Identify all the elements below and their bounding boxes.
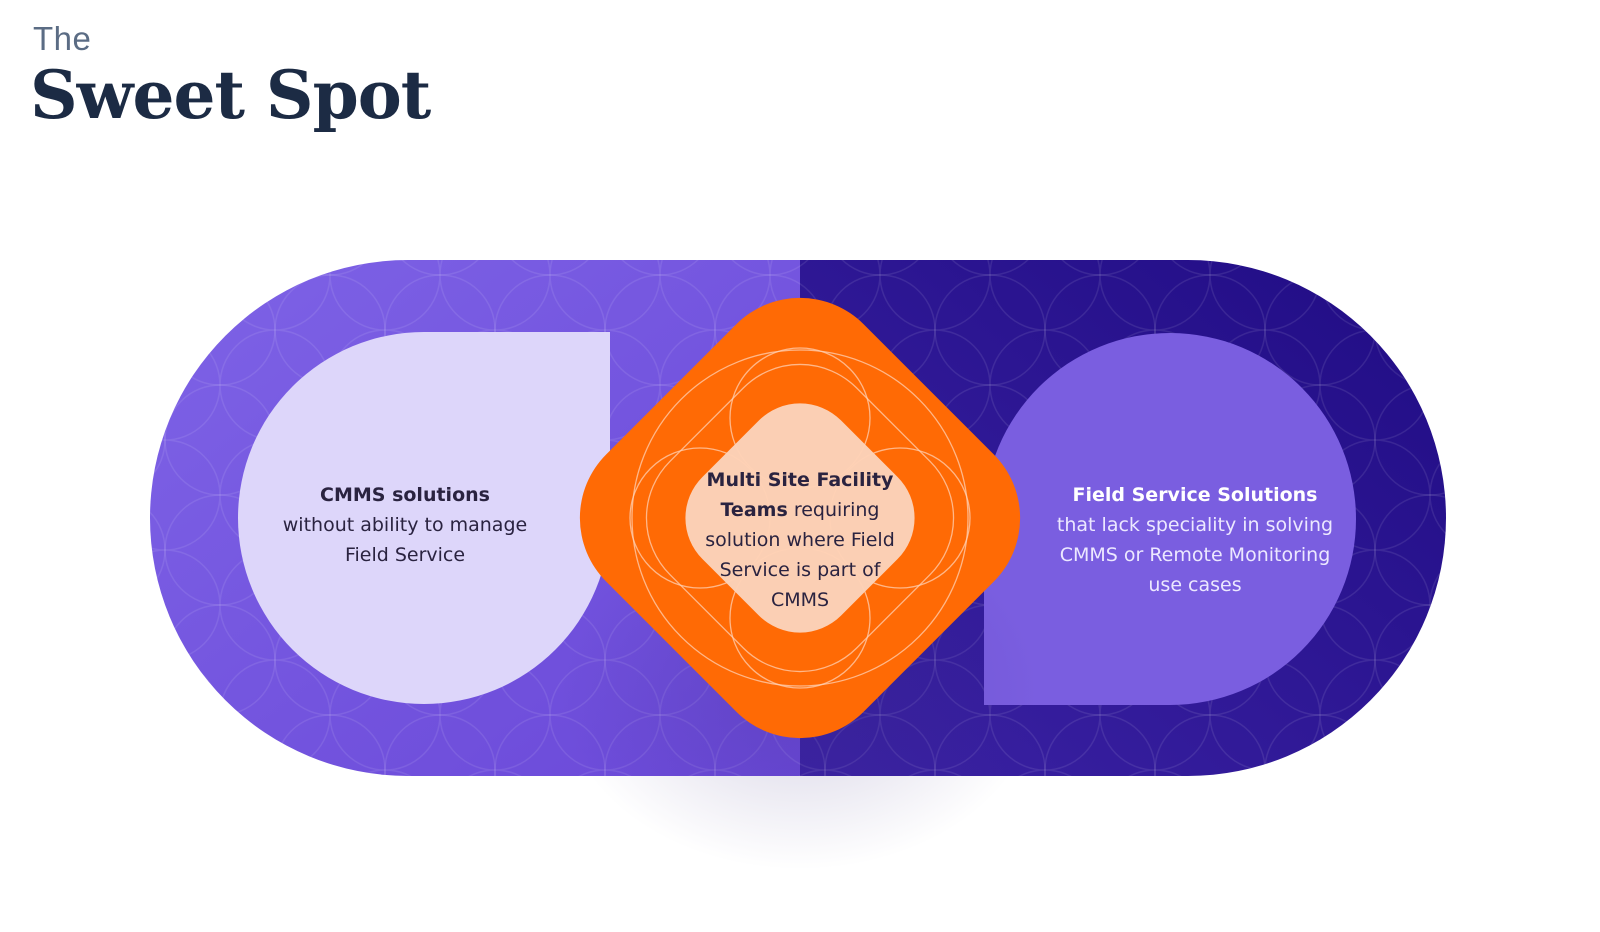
- title-prefix: The: [33, 20, 92, 57]
- center-label-lead: Multi Site Facility Teams: [706, 469, 894, 521]
- right-inner-shape: [984, 332, 1356, 705]
- center-label-body: requiring solution where Field Service i…: [705, 499, 895, 611]
- page-title: Sweet Spot: [30, 56, 431, 134]
- left-inner-shape: [238, 332, 610, 704]
- right-label-lead: Field Service Solutions: [1072, 484, 1318, 506]
- center-label: Multi Site Facility Teams requiring solu…: [700, 465, 900, 615]
- diamond-outline-decoration: [629, 347, 971, 689]
- right-label-body: that lack speciality in solving CMMS or …: [1056, 514, 1334, 596]
- center-diamond: [579, 297, 1021, 739]
- right-label: Field Service Solutions that lack specia…: [1050, 480, 1340, 600]
- left-label: CMMS solutions without ability to manage…: [280, 480, 530, 570]
- left-label-lead: CMMS solutions: [320, 484, 490, 506]
- left-label-body: without ability to manage Field Service: [282, 514, 528, 566]
